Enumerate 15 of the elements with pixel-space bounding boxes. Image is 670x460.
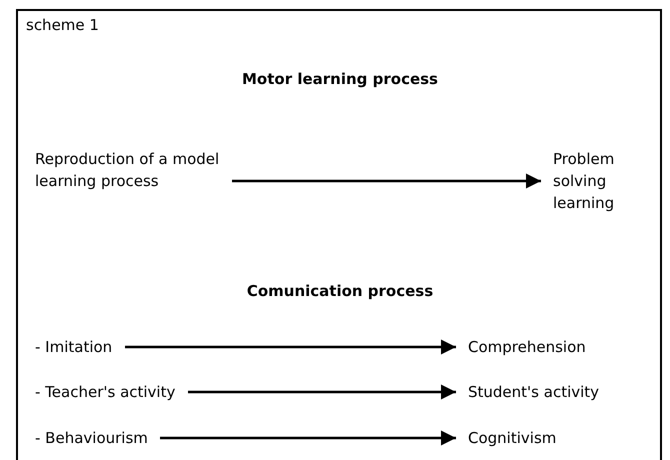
section-heading: Comunication process [246,282,434,300]
concept-text: Cognitivism [468,427,557,449]
section-heading: Motor learning process [242,70,438,88]
arrow [232,174,541,188]
arrow [125,340,456,354]
concept-text: - Behaviourism [35,427,148,449]
concept-text: Student's activity [468,381,600,403]
concept-text: Comprehension [468,336,586,358]
concept-text: Problem solving learning [553,148,615,214]
concept-text: - Imitation [35,336,113,358]
concept-text: Reproduction of a model learning process [35,148,220,192]
arrow [160,430,456,446]
concept-text: - Teacher's activity [35,381,176,403]
diagram-title: scheme 1 [26,15,99,36]
arrow [188,384,456,400]
